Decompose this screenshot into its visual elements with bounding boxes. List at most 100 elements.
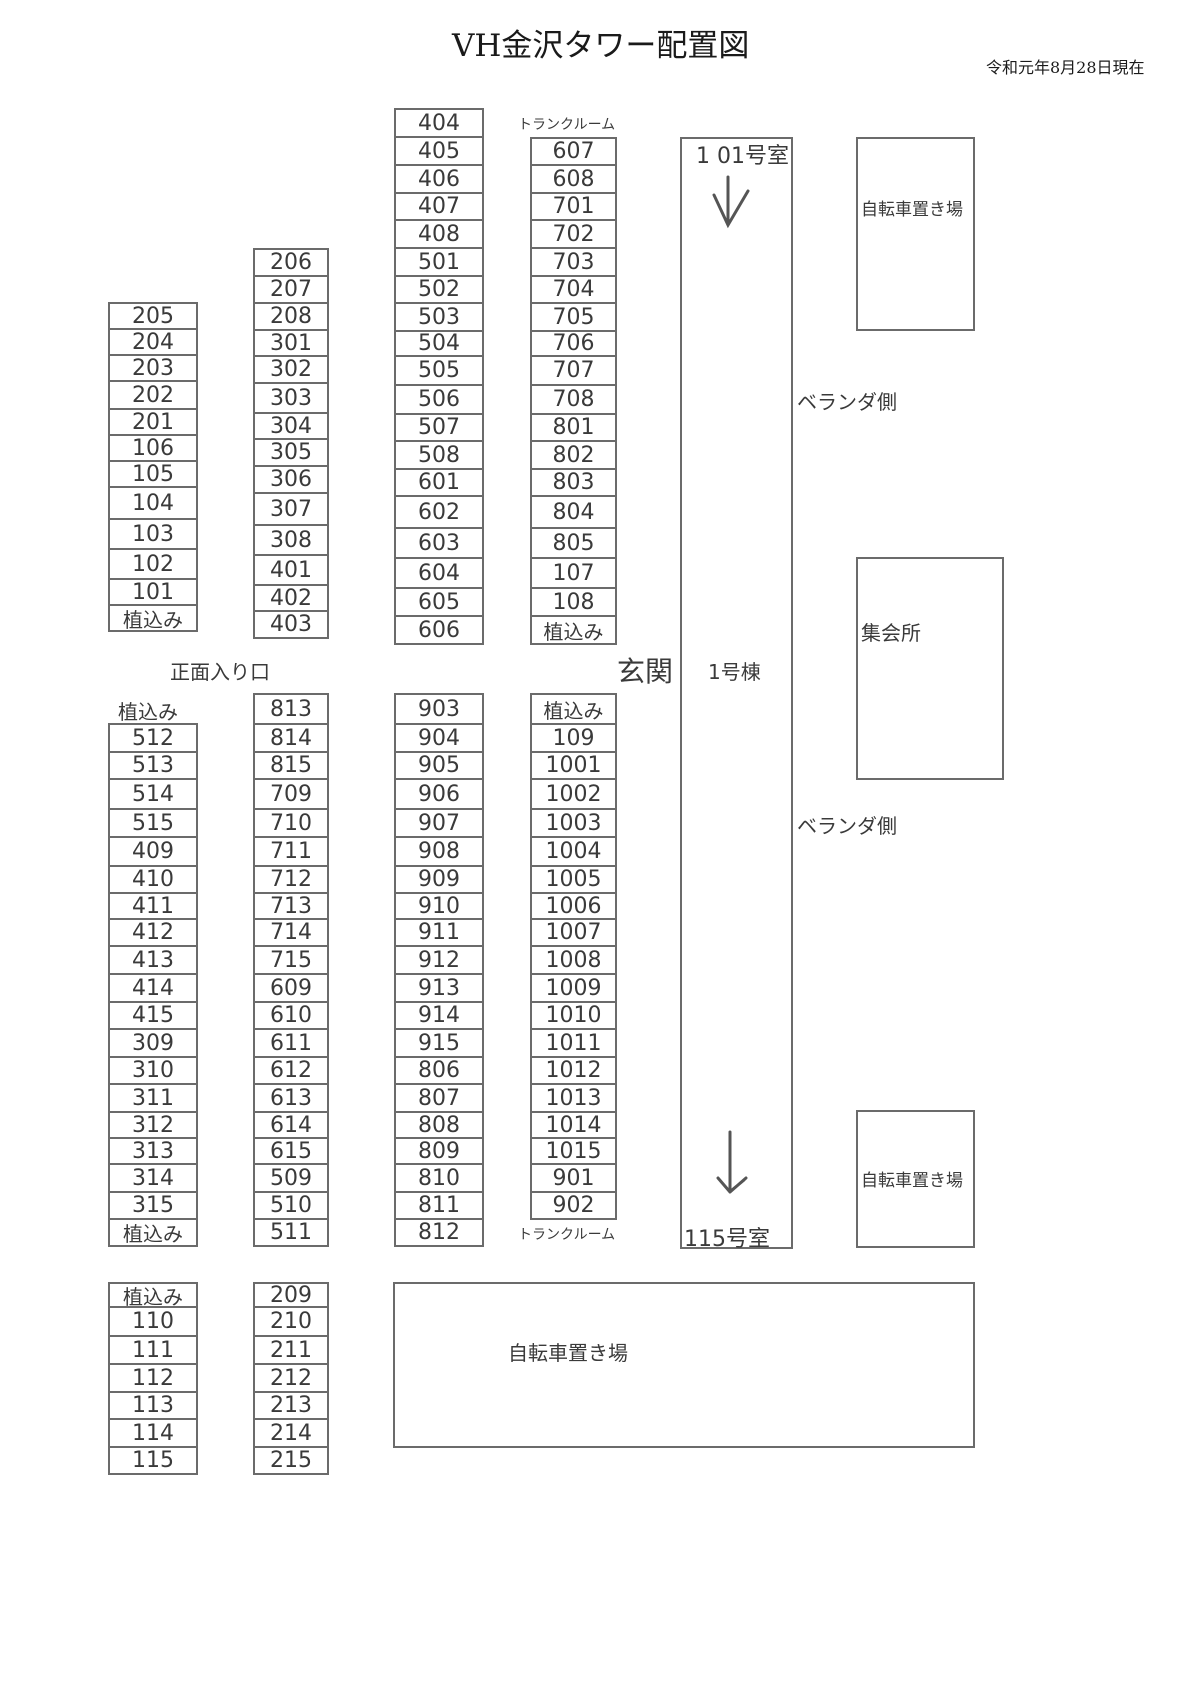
parking-stall: 909 xyxy=(396,865,482,892)
parking-stall: 502 xyxy=(396,275,482,302)
parking-stall: 708 xyxy=(532,384,615,413)
parking-stall: 714 xyxy=(255,918,327,945)
parking-stall: 509 xyxy=(255,1163,327,1191)
parking-stall: 813 xyxy=(255,693,327,723)
parking-stall: 305 xyxy=(255,438,327,465)
parking-stall: 207 xyxy=(255,275,327,302)
parking-stall: 1001 xyxy=(532,751,615,778)
parking-stall: 405 xyxy=(396,136,482,164)
parking-stall: 105 xyxy=(110,460,196,486)
parking-stall: 704 xyxy=(532,275,615,302)
parking-stall: 602 xyxy=(396,495,482,527)
parking-stall: 410 xyxy=(110,865,196,892)
bicycle-parking-bottom-wide xyxy=(393,1282,975,1448)
parking-stall: 709 xyxy=(255,778,327,808)
parking-stall: 615 xyxy=(255,1137,327,1163)
parking-stall: 711 xyxy=(255,836,327,865)
parking-stall: 303 xyxy=(255,382,327,412)
parking-stall: 408 xyxy=(396,219,482,247)
parking-stall: 310 xyxy=(110,1056,196,1083)
parking-stall: 915 xyxy=(396,1028,482,1056)
parking-stall: 504 xyxy=(396,330,482,355)
parking-stall: 908 xyxy=(396,836,482,865)
parking-stall: 103 xyxy=(110,518,196,548)
parking-stall: 1006 xyxy=(532,892,615,918)
veranda-label-lower: ベランダ側 xyxy=(797,814,897,838)
parking-stall: 1012 xyxy=(532,1056,615,1083)
parking-stall: 211 xyxy=(255,1335,327,1363)
parking-stall: 508 xyxy=(396,440,482,468)
parking-stall: 301 xyxy=(255,329,327,355)
parking-stall: 309 xyxy=(110,1028,196,1056)
front-entrance-label: 正面入り口 xyxy=(170,660,270,684)
parking-stall: 106 xyxy=(110,434,196,460)
parking-stall: 501 xyxy=(396,247,482,275)
parking-stall: 412 xyxy=(110,918,196,945)
parking-stall: 1009 xyxy=(532,973,615,1001)
parking-stall: 912 xyxy=(396,945,482,973)
parking-stall: 901 xyxy=(532,1163,615,1191)
parking-stall: 406 xyxy=(396,164,482,192)
parking-stall: 1005 xyxy=(532,865,615,892)
date-stamp: 令和元年8月28日現在 xyxy=(986,58,1145,77)
parking-stall: 101 xyxy=(110,578,196,604)
parking-stall: 814 xyxy=(255,723,327,751)
parking-stall: 807 xyxy=(396,1083,482,1111)
parking-stall: 808 xyxy=(396,1111,482,1137)
parking-stall: 703 xyxy=(532,247,615,275)
parking-stall: 109 xyxy=(532,723,615,751)
parking-stall: 609 xyxy=(255,973,327,1001)
parking-stall: 514 xyxy=(110,778,196,808)
bicycle-parking-bottom-right-label: 自転車置き場 xyxy=(861,1171,963,1191)
arrow-down-icon-top xyxy=(708,175,752,231)
veranda-label-upper: ベランダ側 xyxy=(797,390,897,414)
parking-stall: 812 xyxy=(396,1218,482,1245)
parking-stall: 903 xyxy=(396,693,482,723)
parking-stall: 107 xyxy=(532,557,615,587)
parking-stall: 802 xyxy=(532,440,615,468)
parking-stall: 411 xyxy=(110,892,196,918)
parking-stall: 206 xyxy=(255,248,327,275)
parking-stall: 111 xyxy=(110,1335,196,1363)
parking-stall: 701 xyxy=(532,192,615,219)
parking-stall: 706 xyxy=(532,330,615,355)
parking-stall: 715 xyxy=(255,945,327,973)
parking-stall: 811 xyxy=(396,1191,482,1218)
parking-stall: 402 xyxy=(255,584,327,610)
parking-stall: 604 xyxy=(396,557,482,587)
parking-stall: 1004 xyxy=(532,836,615,865)
parking-stall: 712 xyxy=(255,865,327,892)
parking-stall: 407 xyxy=(396,192,482,219)
parking-stall: 213 xyxy=(255,1391,327,1418)
parking-stall: 907 xyxy=(396,808,482,836)
parking-stall: 713 xyxy=(255,892,327,918)
entrance-label: 玄関 xyxy=(617,655,674,688)
planting-label-upper-left: 植込み xyxy=(118,700,178,724)
parking-stall: 307 xyxy=(255,492,327,524)
parking-stall: 1013 xyxy=(532,1083,615,1111)
parking-stall: 201 xyxy=(110,408,196,434)
parking-stall: 810 xyxy=(396,1163,482,1191)
parking-stall: 1014 xyxy=(532,1111,615,1137)
parking-stall: 403 xyxy=(255,610,327,637)
parking-stall: 302 xyxy=(255,355,327,382)
parking-stall: 608 xyxy=(532,164,615,192)
parking-stall: 605 xyxy=(396,587,482,615)
parking-stall: 114 xyxy=(110,1418,196,1446)
arrow-down-icon-bottom xyxy=(710,1130,750,1196)
parking-stall: 208 xyxy=(255,302,327,329)
parking-stall: 614 xyxy=(255,1111,327,1137)
parking-stall: 702 xyxy=(532,219,615,247)
parking-stall: 801 xyxy=(532,413,615,440)
room-115-label: 115号室 xyxy=(684,1227,770,1252)
parking-stall: 805 xyxy=(532,527,615,557)
parking-stall: 610 xyxy=(255,1001,327,1028)
parking-stall: 212 xyxy=(255,1363,327,1391)
parking-stall: 1011 xyxy=(532,1028,615,1056)
